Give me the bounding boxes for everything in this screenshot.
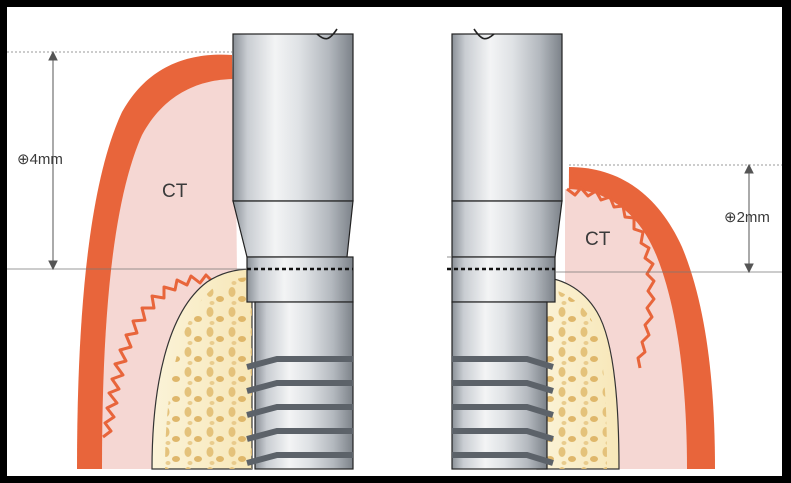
left-panel: ⊕4mm CT (7, 29, 353, 469)
right-ct-label: CT (585, 229, 611, 250)
implant-tissue-diagram: ⊕4mm CT (7, 7, 782, 476)
left-ct-label: CT (162, 181, 188, 202)
right-dimension-label: ⊕2mm (724, 209, 770, 226)
right-panel: ⊕2mm CT (447, 29, 782, 469)
left-dimension-label: ⊕4mm (17, 151, 63, 168)
right-implant (452, 29, 562, 469)
